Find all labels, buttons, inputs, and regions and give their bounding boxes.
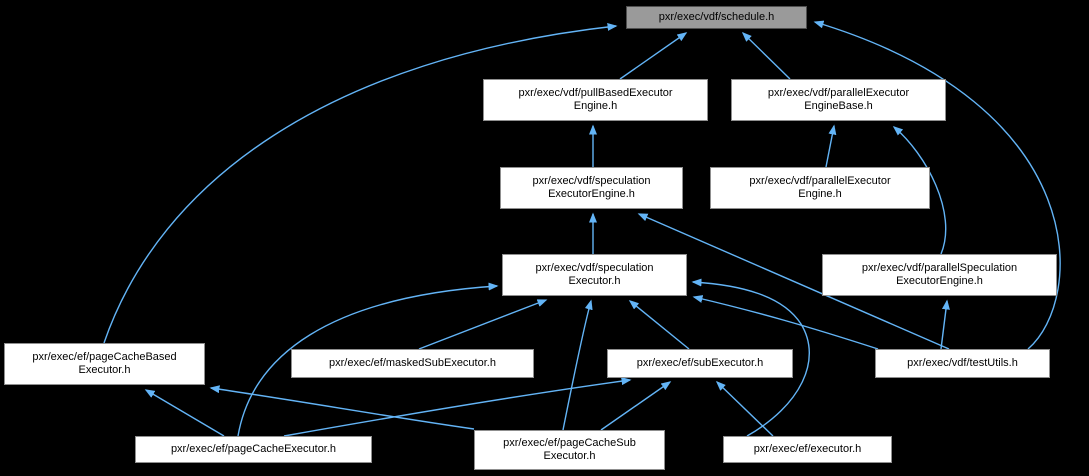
graph-node-label: pxr/exec/ef/subExecutor.h	[636, 356, 764, 369]
include-edge-pageCacheExecutor-to-pageCacheBasedExecutor	[144, 389, 225, 437]
include-edge-pageCacheSubExecutor-to-pageCacheBasedExecutor	[209, 385, 475, 430]
graph-node-label: Engine.h	[573, 100, 618, 112]
include-edge-subExecutor-to-speculationExecutor	[628, 300, 690, 350]
graph-node-label: Executor.h	[568, 275, 621, 287]
include-edge-executor-to-subExecutor	[715, 380, 774, 437]
graph-node-label: pxr/exec/vdf/parallelExecutor	[749, 174, 891, 187]
graph-node-label: pxr/exec/vdf/schedule.h	[658, 10, 775, 23]
include-edge-parallelExecutorEngineBase-to-schedule	[741, 31, 791, 80]
graph-node-label: pxr/exec/vdf/speculation	[535, 261, 654, 274]
graph-node-label: Executor.h	[78, 364, 131, 376]
include-edge-testUtils-to-speculationExecutorEngine	[637, 213, 950, 350]
include-edge-parallelSpeculationExecutorEngine-to-parallelExecutorEngineBase	[892, 126, 947, 255]
graph-node-label: pxr/exec/ef/pageCacheBased	[32, 350, 177, 363]
graph-node-label: Executor.h	[543, 450, 596, 462]
graph-node-testUtils[interactable]: pxr/exec/vdf/testUtils.h	[875, 349, 1050, 378]
graph-node-label: pxr/exec/ef/maskedSubExecutor.h	[329, 356, 496, 369]
include-edge-pageCacheBasedExecutor-to-schedule	[103, 22, 618, 344]
graph-node-label: pxr/exec/vdf/testUtils.h	[907, 356, 1018, 369]
include-edge-pullBasedExecutorEngine-to-schedule	[619, 32, 688, 80]
include-edge-testUtils-to-parallelSpeculationExecutorEngine	[940, 299, 950, 350]
include-edge-testUtils-to-schedule	[813, 20, 1061, 350]
graph-node-label: EngineBase.h	[804, 100, 873, 112]
graph-node-subExecutor[interactable]: pxr/exec/ef/subExecutor.h	[607, 349, 793, 378]
graph-node-label: pxr/exec/vdf/parallelSpeculation	[861, 261, 1018, 274]
graph-node-label: ExecutorEngine.h	[896, 275, 983, 287]
graph-node-label: Engine.h	[798, 188, 842, 200]
graph-node-pageCacheExecutor[interactable]: pxr/exec/ef/pageCacheExecutor.h	[135, 436, 372, 463]
include-edge-parallelExecutorEngine-to-parallelExecutorEngineBase	[825, 124, 837, 168]
include-edge-executor-to-speculationExecutor	[691, 278, 810, 437]
include-edge-pageCacheSubExecutor-to-speculationExecutor	[562, 299, 593, 431]
include-edge-pageCacheSubExecutor-to-subExecutor	[600, 381, 672, 431]
graph-node-label: pxr/exec/vdf/pullBasedExecutor	[518, 86, 673, 99]
graph-node-maskedSubExecutor[interactable]: pxr/exec/ef/maskedSubExecutor.h	[291, 349, 534, 378]
include-edge-pageCacheExecutor-to-subExecutor	[283, 377, 632, 437]
graph-node-executor[interactable]: pxr/exec/ef/executor.h	[723, 436, 892, 463]
graph-node-label: pxr/exec/vdf/parallelExecutor	[767, 86, 910, 99]
include-edge-maskedSubExecutor-to-speculationExecutor	[418, 299, 548, 350]
graph-node-schedule: pxr/exec/vdf/schedule.h	[626, 6, 807, 29]
graph-node-label: ExecutorEngine.h	[548, 188, 635, 200]
graph-node-label: pxr/exec/ef/pageCacheSub	[503, 436, 636, 449]
include-edge-pageCacheExecutor-to-speculationExecutor	[237, 282, 499, 437]
graph-node-label: pxr/exec/ef/pageCacheExecutor.h	[170, 442, 337, 455]
graph-node-label: pxr/exec/ef/executor.h	[753, 442, 862, 455]
graph-node-label: pxr/exec/vdf/speculation	[532, 174, 651, 187]
include-edge-testUtils-to-speculationExecutor	[692, 295, 879, 350]
